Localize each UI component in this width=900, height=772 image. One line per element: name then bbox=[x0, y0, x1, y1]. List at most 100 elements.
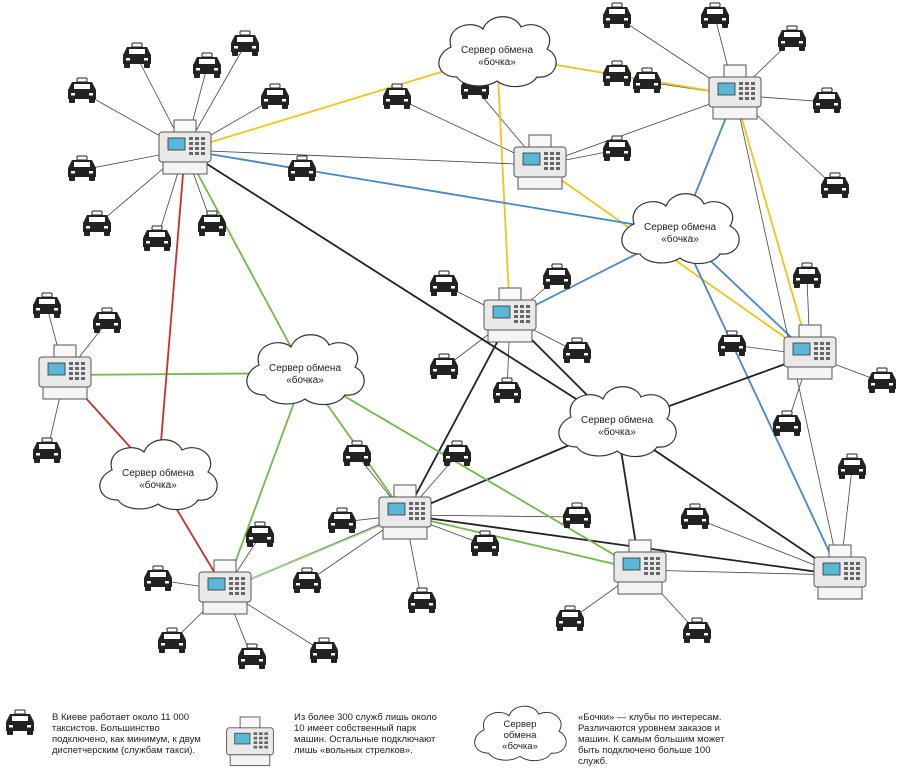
legend-cloud-label: Сервер обмена «бочка» bbox=[490, 719, 550, 752]
taxi-car-icon bbox=[230, 30, 260, 57]
red-link-line bbox=[157, 149, 186, 479]
legend-dispatch-description: Из более 300 служб лишь около 10 имеет с… bbox=[294, 712, 464, 756]
taxi-car-icon bbox=[5, 709, 35, 736]
green-link-line bbox=[304, 372, 641, 571]
legend-taxi-line: диспетчерским (службам такси). bbox=[52, 745, 196, 756]
taxi-car-icon bbox=[562, 337, 592, 364]
taxi-car-icon bbox=[632, 67, 662, 94]
taxi_link-link-line bbox=[734, 94, 841, 576]
network-nodes bbox=[32, 2, 897, 670]
taxi-car-icon bbox=[82, 210, 112, 237]
green-link-line bbox=[224, 372, 306, 591]
fax-machine-icon bbox=[198, 559, 252, 615]
black-link-line bbox=[184, 149, 618, 426]
legend-cloud-line: обмена bbox=[503, 730, 537, 741]
legend-taxi-description: В Киеве работает около 11 000 таксистов.… bbox=[52, 712, 232, 756]
taxi_link-link-line bbox=[639, 569, 841, 576]
server-label: Сервер обмена bbox=[269, 362, 341, 374]
taxi-car-icon bbox=[407, 587, 437, 614]
taxi-car-icon bbox=[287, 155, 317, 182]
legend-barrel-line: машин. К самым большим может bbox=[578, 734, 725, 745]
exchange-servers: Сервер обмена«бочка»Сервер обмена«бочка»… bbox=[99, 16, 740, 511]
taxi-car-icon bbox=[197, 210, 227, 237]
legend-barrel-line: «Бочки» — клубы по интересам. bbox=[578, 712, 722, 723]
light_green-link-line bbox=[224, 514, 406, 591]
server-label: «бочка» bbox=[598, 426, 636, 438]
taxi-car-icon bbox=[237, 643, 267, 670]
fax-machine-icon bbox=[158, 119, 212, 175]
server-label: Сервер обмена bbox=[581, 414, 653, 426]
server-label: Сервер обмена bbox=[644, 221, 716, 233]
taxi-car-icon bbox=[602, 135, 632, 162]
server-label: «бочка» bbox=[661, 233, 699, 245]
taxi-car-icon bbox=[122, 42, 152, 69]
legend-barrel-line: служб. bbox=[578, 756, 608, 767]
server-label: Сервер обмена bbox=[461, 44, 533, 56]
taxi-car-icon bbox=[309, 637, 339, 664]
legend-dispatch-line: машин. Остальные подключают bbox=[294, 734, 436, 745]
legend-barrel-line: быть подключено больше 100 bbox=[578, 745, 711, 756]
taxi-car-icon bbox=[680, 503, 710, 530]
server-label: Сервер обмена bbox=[122, 467, 194, 479]
fax-machine-icon bbox=[708, 64, 762, 120]
fax-machine-icon bbox=[226, 716, 274, 767]
taxi-car-icon bbox=[602, 2, 632, 29]
fax-machine-icon bbox=[38, 344, 92, 400]
legend-dispatch-line: лишь «вольных стрелков». bbox=[294, 745, 413, 756]
taxi-car-icon bbox=[837, 453, 867, 480]
taxi-car-icon bbox=[542, 263, 572, 290]
fax-machine-icon bbox=[483, 287, 537, 343]
taxi-car-icon bbox=[492, 377, 522, 404]
taxi-car-icon bbox=[717, 330, 747, 357]
fax-machine-icon bbox=[378, 484, 432, 540]
legend-taxi-line: таксистов. Большинство bbox=[52, 723, 160, 734]
taxi-car-icon bbox=[562, 502, 592, 529]
taxi-car-icon bbox=[342, 440, 372, 467]
taxi-car-icon bbox=[555, 605, 585, 632]
taxi-car-icon bbox=[142, 225, 172, 252]
taxi-car-icon bbox=[812, 87, 842, 114]
legend-dispatch-line: 10 имеет собственный парк bbox=[294, 723, 417, 734]
taxi-car-icon bbox=[32, 437, 62, 464]
taxi-car-icon bbox=[245, 521, 275, 548]
green-link-line bbox=[404, 514, 641, 571]
taxi-car-icon bbox=[67, 77, 97, 104]
black-link-line bbox=[404, 514, 841, 576]
fax-machine-icon bbox=[783, 324, 837, 380]
taxi-car-icon bbox=[470, 530, 500, 557]
taxi_link-link-line bbox=[184, 149, 541, 166]
legend-taxi-line: В Киеве работает около 11 000 bbox=[52, 712, 190, 723]
taxi-car-icon bbox=[143, 565, 173, 592]
taxi-car-icon bbox=[772, 410, 802, 437]
taxi-car-icon bbox=[777, 25, 807, 52]
taxi-car-icon bbox=[429, 353, 459, 380]
taxi-car-icon bbox=[92, 307, 122, 334]
legend-taxi-line: подключено, как минимум, к двум bbox=[52, 734, 201, 745]
fax-machine-icon bbox=[813, 544, 867, 600]
yellow-link-line bbox=[734, 94, 811, 356]
legend-barrel-line: Различаются уровнем заказов и bbox=[578, 723, 720, 734]
taxi-car-icon bbox=[327, 507, 357, 534]
legend-cloud-line: Сервер bbox=[503, 719, 537, 730]
taxi-car-icon bbox=[820, 172, 850, 199]
green-link-line bbox=[184, 149, 306, 374]
taxi-car-icon bbox=[602, 60, 632, 87]
legend-barrel-description: «Бочки» — клубы по интересам. Различаютс… bbox=[578, 712, 748, 767]
taxi-car-icon bbox=[429, 270, 459, 297]
yellow-link-line bbox=[496, 54, 511, 319]
taxi_link-link-line bbox=[539, 94, 736, 166]
black-link-line bbox=[404, 317, 511, 516]
taxi-car-icon bbox=[700, 2, 730, 29]
blue-link-line bbox=[184, 149, 681, 233]
server-label: «бочка» bbox=[139, 479, 177, 491]
taxi-car-icon bbox=[260, 83, 290, 110]
taxi-car-icon bbox=[867, 367, 897, 394]
fax-machine-icon bbox=[613, 539, 667, 595]
blue-link-line bbox=[679, 231, 841, 576]
taxi-car-icon bbox=[67, 155, 97, 182]
legend-cloud-line: «бочка» bbox=[502, 741, 538, 752]
taxi-car-icon bbox=[157, 627, 187, 654]
server-label: «бочка» bbox=[478, 56, 516, 68]
server-label: «бочка» bbox=[286, 374, 324, 386]
